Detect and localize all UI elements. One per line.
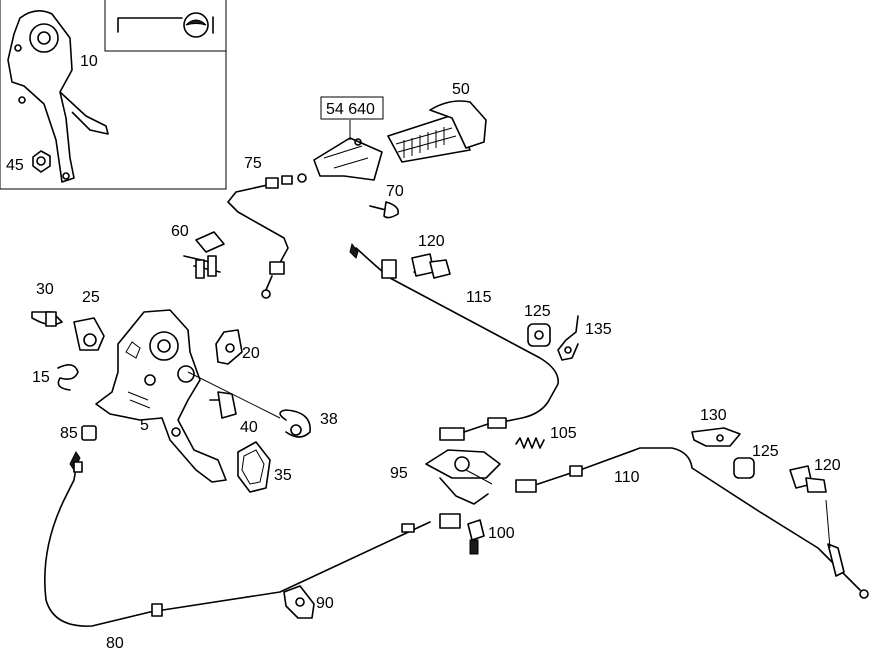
- callout-80: 80: [106, 635, 124, 652]
- nut-part-45: [32, 150, 51, 173]
- callout-130: 130: [700, 407, 727, 424]
- callout-90: 90: [316, 595, 334, 612]
- cable-part-75: [227, 173, 307, 299]
- callout-110: 110: [614, 469, 640, 486]
- callout-60: 60: [171, 223, 189, 240]
- callout-35: 35: [274, 467, 292, 484]
- bushing-part-25: [73, 317, 105, 351]
- bracket-part-130: [691, 427, 741, 447]
- callout-50: 50: [452, 81, 470, 98]
- bolt-part-40: [209, 391, 237, 419]
- spring-part-105: [515, 437, 545, 449]
- callout-15: 15: [32, 369, 50, 386]
- bushing-part-125-lower: [733, 457, 755, 479]
- sleeve-part-85: [81, 425, 97, 441]
- cable-part-115: [349, 242, 559, 441]
- callout-100: 100: [488, 525, 515, 542]
- alt-pedal-assembly-part: [7, 10, 109, 183]
- bolt-part-120-upper: [411, 253, 451, 279]
- callout-30: 30: [36, 281, 54, 298]
- spring-part-15: [57, 364, 79, 391]
- callout-38: 38: [320, 411, 338, 428]
- clip-part-30: [31, 311, 63, 327]
- callout-70: 70: [386, 183, 404, 200]
- bolt-part-100: [467, 519, 485, 555]
- leader-lines: [187, 120, 831, 549]
- callout-105: 105: [550, 425, 577, 442]
- callout-20: 20: [242, 345, 260, 362]
- callout-54640: 54 640: [326, 101, 375, 118]
- steering-column-symbol-icon: [117, 12, 214, 38]
- pedal-assembly-part-5: [95, 309, 227, 483]
- bushing-part-125-upper: [527, 323, 551, 347]
- callout-45: 45: [6, 157, 24, 174]
- callout-75: 75: [244, 155, 262, 172]
- inset-panel: [0, 0, 227, 190]
- retainer-part-60: [183, 231, 225, 279]
- callout-95: 95: [390, 465, 408, 482]
- pad-part-35: [237, 441, 271, 493]
- cable-part-80: [44, 451, 461, 627]
- bolt-part-120-lower: [789, 465, 827, 493]
- spring-clip-part-135: [557, 315, 579, 361]
- callout-5: 5: [140, 417, 149, 434]
- cable-part-110: [515, 447, 869, 599]
- screw-part-70: [369, 201, 400, 219]
- handle-part-50: [387, 100, 487, 163]
- stop-part-20: [215, 329, 243, 365]
- callout-125-upper: 125: [524, 303, 551, 320]
- bracket-part-54640: [313, 137, 383, 181]
- clip-part-90: [283, 585, 315, 619]
- callout-10: 10: [80, 53, 98, 70]
- adjuster-part-95: [425, 449, 501, 505]
- callout-85: 85: [60, 425, 78, 442]
- callout-115: 115: [466, 289, 492, 306]
- callout-120-upper: 120: [418, 233, 445, 250]
- callout-40: 40: [240, 419, 258, 436]
- callout-120-lower: 120: [814, 457, 841, 474]
- callout-125-lower: 125: [752, 443, 779, 460]
- callout-54640-box: [320, 96, 384, 120]
- callout-labels: 10 45 50 54 640 75 70 120 115 125 135 60…: [6, 53, 841, 652]
- callout-135: 135: [585, 321, 612, 338]
- clip-part-38: [279, 409, 311, 438]
- callout-25: 25: [82, 289, 100, 306]
